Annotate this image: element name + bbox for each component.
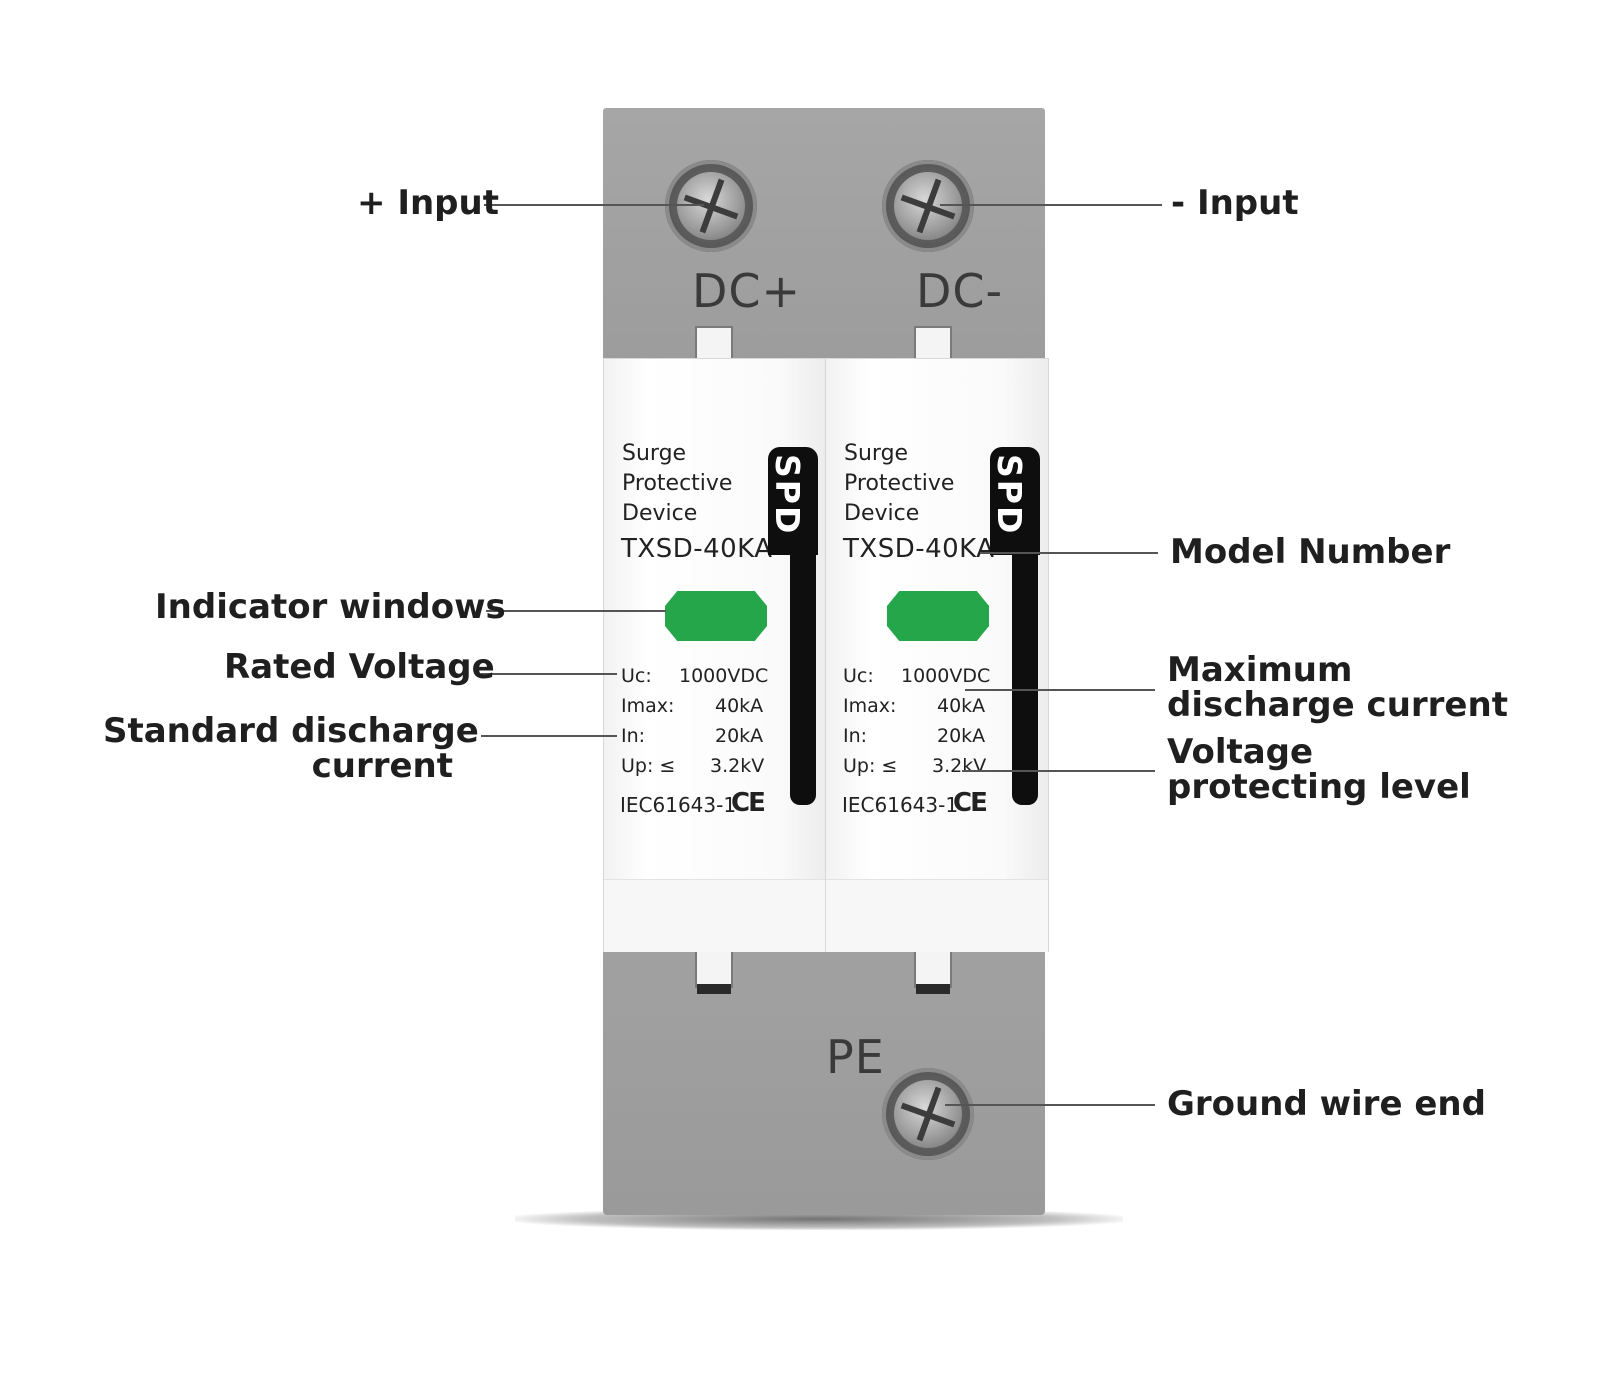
leader-voltage-protecting xyxy=(962,770,1155,772)
callout-plus-input: + Input xyxy=(357,183,499,223)
module-desc-line1: Surge xyxy=(622,441,687,466)
in-label: In: xyxy=(621,725,646,747)
ground-screw-icon xyxy=(882,1068,974,1160)
callout-maximum-discharge-line1: Maximum xyxy=(1167,650,1353,690)
terminal-label-dc-minus: DC- xyxy=(916,264,1004,318)
bottom-terminal-block xyxy=(603,947,1045,1215)
module-model-number: TXSD-40KA xyxy=(843,534,995,564)
callout-standard-discharge-line1: Standard discharge xyxy=(103,711,479,751)
spd-module-right: Surge Protective Device TXSD-40KA SPD Uc… xyxy=(825,358,1049,952)
uc-value: 1000VDC xyxy=(901,665,991,687)
spd-module-left: Surge Protective Device TXSD-40KA SPD Uc… xyxy=(603,358,827,952)
up-value: 3.2kV xyxy=(932,755,987,777)
imax-value: 40kA xyxy=(937,695,986,717)
ce-mark-icon: CE xyxy=(731,788,766,818)
uc-label: Uc: xyxy=(621,665,652,687)
leader-ground-wire xyxy=(945,1104,1155,1106)
imax-label: Imax: xyxy=(843,695,897,717)
in-value: 20kA xyxy=(937,725,986,747)
callout-model-number: Model Number xyxy=(1170,532,1451,572)
callout-voltage-protecting-line2: protecting level xyxy=(1167,767,1471,807)
callout-minus-input: - Input xyxy=(1171,183,1299,223)
terminal-label-pe: PE xyxy=(826,1030,885,1084)
module-desc-line3: Device xyxy=(844,501,920,526)
module-model-number: TXSD-40KA xyxy=(621,534,773,564)
callout-indicator-windows: Indicator windows xyxy=(155,587,506,627)
top-terminal-block xyxy=(603,108,1045,370)
indicator-window xyxy=(665,591,767,641)
module-desc-line2: Protective xyxy=(844,471,955,496)
module-desc-line1: Surge xyxy=(844,441,909,466)
bottom-tab-right-slot xyxy=(916,984,950,994)
leader-minus-input xyxy=(940,204,1162,206)
spd-brand-tab xyxy=(990,447,1040,555)
callout-ground-wire-end: Ground wire end xyxy=(1167,1084,1486,1124)
module-lower-face xyxy=(826,879,1048,952)
callout-voltage-protecting-line1: Voltage xyxy=(1167,732,1314,772)
up-label: Up: ≤ xyxy=(843,755,898,777)
up-label: Up: ≤ xyxy=(621,755,676,777)
up-value: 3.2kV xyxy=(710,755,765,777)
dc-plus-screw-icon xyxy=(665,160,757,252)
ce-mark-icon: CE xyxy=(953,788,988,818)
spd-brand-text: SPD xyxy=(990,454,1029,536)
leader-plus-input xyxy=(484,204,704,206)
leader-rated-voltage xyxy=(481,673,617,675)
imax-label: Imax: xyxy=(621,695,675,717)
callout-standard-discharge-line2: current xyxy=(311,746,453,786)
spd-black-stripe xyxy=(1012,555,1038,805)
standard-label: IEC61643-1 xyxy=(620,793,737,817)
standard-label: IEC61643-1 xyxy=(842,793,959,817)
module-desc-line3: Device xyxy=(622,501,698,526)
leader-maximum-discharge xyxy=(965,689,1155,691)
module-lower-face xyxy=(604,879,826,952)
dc-minus-screw-icon xyxy=(882,160,974,252)
bottom-tab-left xyxy=(695,948,733,988)
imax-value: 40kA xyxy=(715,695,764,717)
module-desc-line2: Protective xyxy=(622,471,733,496)
spd-black-stripe xyxy=(790,555,816,805)
uc-label: Uc: xyxy=(843,665,874,687)
spd-brand-text: SPD xyxy=(768,454,807,536)
indicator-window xyxy=(887,591,989,641)
callout-rated-voltage: Rated Voltage xyxy=(224,647,495,687)
in-value: 20kA xyxy=(715,725,764,747)
leader-standard-discharge xyxy=(481,735,617,737)
uc-value: 1000VDC xyxy=(679,665,769,687)
callout-maximum-discharge-line2: discharge current xyxy=(1167,685,1508,725)
leader-indicator-windows xyxy=(486,610,666,612)
bottom-tab-right xyxy=(914,948,952,988)
in-label: In: xyxy=(843,725,868,747)
terminal-label-dc-plus: DC+ xyxy=(692,264,802,318)
leader-model-number xyxy=(980,552,1158,554)
spd-brand-tab xyxy=(768,447,818,555)
bottom-tab-left-slot xyxy=(697,984,731,994)
